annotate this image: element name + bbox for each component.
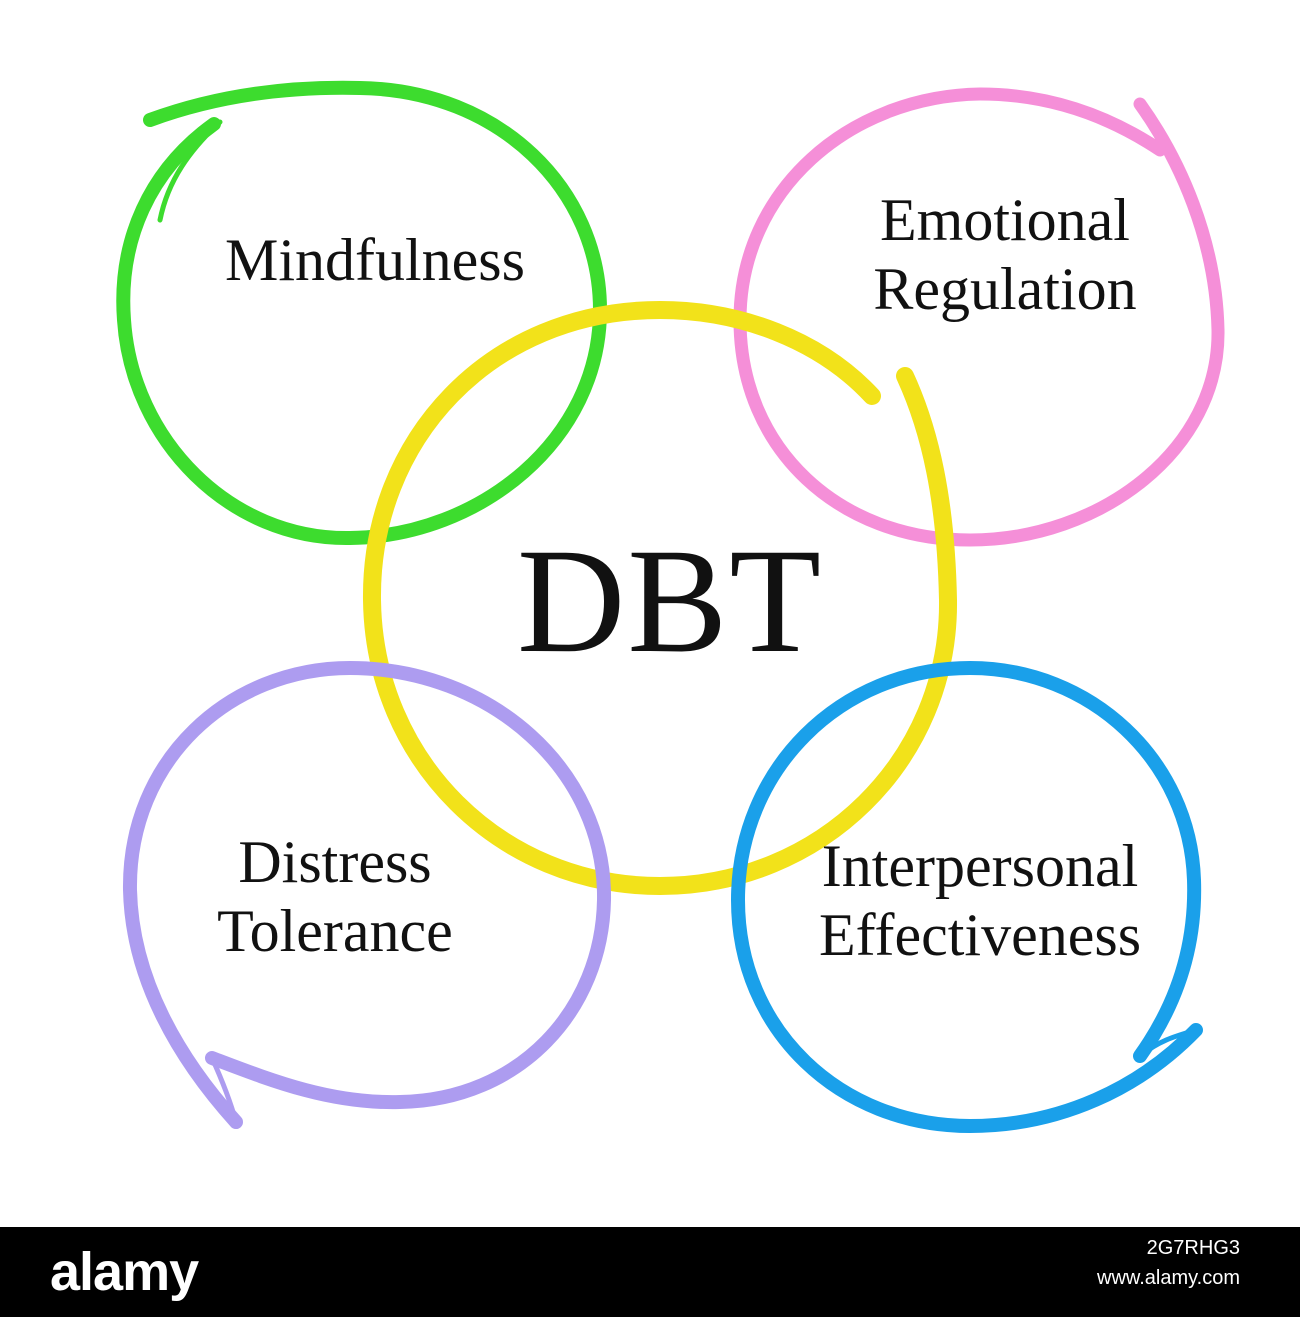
ring-emotional <box>733 87 1225 547</box>
ring-center <box>362 300 958 896</box>
node-label-emotional-regulation: Emotional Regulation <box>800 186 1210 324</box>
ring-interpersonal-tail <box>1137 1027 1199 1059</box>
ring-distress <box>122 660 612 1129</box>
alamy-logo: alamy <box>50 1242 199 1302</box>
image-id: 2G7RHG3 <box>1146 1237 1240 1259</box>
node-label-line: Mindfulness <box>225 227 525 293</box>
ring-mindfulness-tail <box>157 119 223 223</box>
center-label-dbt: DBT <box>517 518 823 684</box>
node-label-line: Regulation <box>873 256 1137 322</box>
ring-mindfulness <box>116 80 608 546</box>
footer-url: www.alamy.com <box>1097 1267 1240 1289</box>
node-label-line: Tolerance <box>217 898 453 964</box>
node-label-line: Interpersonal <box>821 833 1139 899</box>
ring-distress-tail <box>209 1055 239 1125</box>
ring-interpersonal <box>730 660 1203 1134</box>
image-id-block: 2G7RHG3 www.alamy.com <box>1097 1233 1240 1293</box>
ring-center-tail <box>833 359 875 399</box>
diagram-rings <box>116 80 1225 1134</box>
node-label-line: Distress <box>238 829 432 895</box>
node-label-distress-tolerance: Distress Tolerance <box>175 828 495 966</box>
node-label-interpersonal-effectiveness: Interpersonal Effectiveness <box>790 832 1170 970</box>
watermark-footer: alamy 2G7RHG3 www.alamy.com <box>0 1227 1300 1317</box>
diagram-canvas: DBT Mindfulness Emotional Regulation Dis… <box>116 80 1225 1134</box>
ring-emotional-tail <box>1137 101 1183 179</box>
node-label-line: Effectiveness <box>818 902 1142 968</box>
node-label-mindfulness: Mindfulness <box>160 226 590 295</box>
node-label-line: Emotional <box>880 187 1130 253</box>
